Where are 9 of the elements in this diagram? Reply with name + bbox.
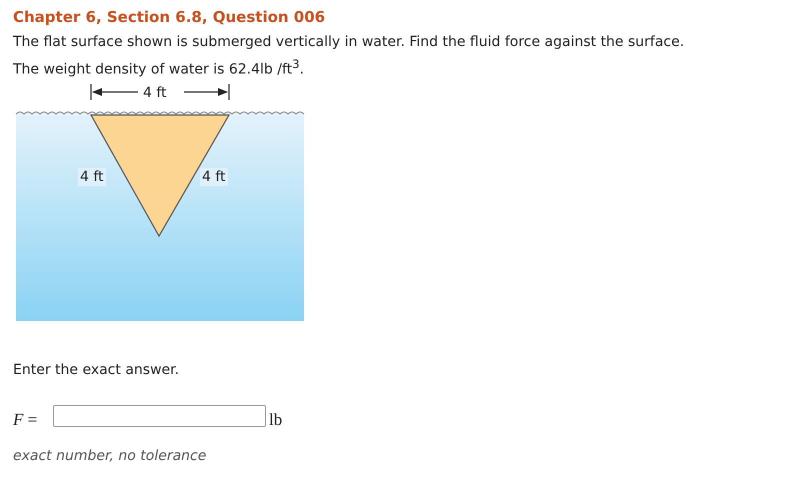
unit-label: lb (269, 411, 282, 429)
question-heading: Chapter 6, Section 6.8, Question 006 (13, 8, 326, 26)
variable-label: F = (13, 411, 38, 429)
hint-text: exact number, no tolerance (13, 447, 206, 465)
density-text: The weight density of water is 62.4lb /ft$^{3}$. (13, 56, 304, 79)
dimension-label: 4 ft (200, 168, 228, 186)
dimension-label: 4 ft (78, 168, 106, 186)
instruction-text: Enter the exact answer. (13, 361, 180, 379)
question-text: The flat surface shown is submerged vertically in water. Find the fluid force against the surface. (13, 33, 684, 51)
